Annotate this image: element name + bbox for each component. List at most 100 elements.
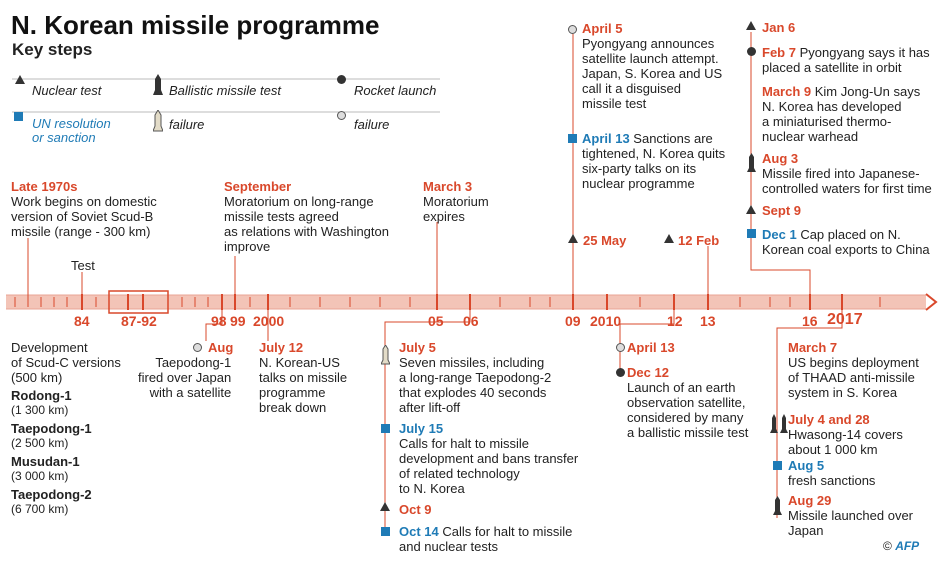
copyright: © AFP [883, 539, 919, 553]
event-apr13: April 13 Sanctions are tightened, N. Kor… [582, 131, 725, 191]
event-jul428-date: July 4 and 28 [788, 412, 870, 427]
event-sep9-nuclear-icon [746, 205, 756, 214]
tick-label-99: 99 [230, 313, 246, 329]
failed-rocket-icon [337, 111, 346, 120]
event-mar7-text: US begins deployment of THAAD anti-missi… [788, 355, 919, 400]
event-jan6-date: Jan 6 [762, 20, 796, 35]
event-late1970s-text: Work begins on domestic version of Sovie… [11, 194, 157, 239]
event-oct14-text: Calls for halt to missile and nuclear te… [399, 524, 573, 554]
tick-label-16: 16 [802, 313, 818, 329]
tick-label-87-92: 87-92 [121, 313, 157, 329]
missile-range: (3 000 km) [11, 469, 69, 483]
event-oct14-date: Oct 14 [399, 524, 439, 539]
legend-nuclear-test: Nuclear test [32, 83, 102, 98]
event-apr13-text: Sanctions are tightened, N. Korea quits … [582, 131, 726, 191]
event-apr13-date: April 13 [582, 131, 630, 146]
missile-name: Taepodong-2 [11, 487, 92, 502]
event-mar7-date: March 7 [788, 340, 838, 355]
event-dec12-rocket-icon [616, 368, 625, 377]
event-jul428-text: Hwasong-14 covers about 1 000 km [788, 427, 903, 457]
event-aug29-text: Missile launched over Japan [788, 508, 914, 538]
period-box [108, 290, 169, 314]
tick-label-06: 06 [463, 313, 479, 329]
event-apr5-text: Pyongyang announces satellite launch att… [582, 36, 723, 111]
event-aug3-date: Aug 3 [762, 151, 799, 166]
missile-name: Taepodong-1 [11, 421, 92, 436]
event-jul15-un-icon [381, 424, 390, 433]
missile-range: (1 300 km) [11, 403, 69, 417]
event-jul428-missile-icon [770, 414, 788, 433]
event-jul12-text: N. Korean-US talks on missile programme … [259, 355, 348, 415]
event-march3-date: March 3 [423, 179, 473, 194]
event-sep9-date: Sept 9 [762, 203, 802, 218]
event-jul5-text: Seven missiles, including a long-range T… [399, 355, 552, 415]
event-apr5-failed-rocket-icon [568, 25, 577, 34]
legend-failure-rocket: failure [354, 117, 390, 132]
tick-label-2010: 2010 [590, 313, 622, 329]
tick-label-09: 09 [565, 313, 581, 329]
event-apr5-date: April 5 [582, 21, 623, 36]
event-aug29-date: Aug 29 [788, 493, 832, 508]
event-aug3-text: Missile fired into Japanese- controlled … [762, 166, 932, 196]
page-subtitle: Key steps [12, 40, 93, 59]
event-apr13-un-icon [568, 134, 577, 143]
event-aug5-text: fresh sanctions [788, 473, 876, 488]
event-aug98-failed-rocket-icon [193, 343, 202, 352]
rocket-launch-icon [337, 75, 346, 84]
event-feb7-text: Pyongyang says it has placed a satellite… [762, 45, 930, 75]
legend-un-resolution: UN resolution or sanction [32, 116, 111, 145]
event-jul15-text: Calls for halt to missile development an… [399, 436, 579, 496]
event-oct9-nuclear-icon [380, 502, 390, 511]
event-aug98-text: Taepodong-1 fired over Japan with a sate… [138, 355, 232, 400]
event-may25-date: 25 May [583, 233, 627, 248]
event-oct14-un-icon [381, 527, 390, 536]
event-jul12-date: July 12 [259, 340, 304, 355]
tick-label-84: 84 [74, 313, 90, 329]
event-mar9: March 9 Kim Jong-Un says N. Korea has de… [762, 84, 920, 144]
event-jan6-nuclear-icon [746, 21, 756, 30]
event-late1970s-date: Late 1970s [11, 179, 78, 194]
event-dec1-text: Cap placed on N. Korean coal exports to … [762, 227, 930, 257]
event-aug5-un-icon [773, 461, 782, 470]
tick-label-98: 98 [211, 313, 227, 329]
tick-label-05: 05 [428, 313, 444, 329]
event-jul5-date: July 5 [399, 340, 436, 355]
event-aug29-missile-icon [773, 496, 782, 515]
event-aug98-date: Aug [208, 340, 234, 355]
tick-label-13: 13 [700, 313, 716, 329]
event-feb12-date: 12 Feb [678, 233, 720, 248]
event-jul5-missile-icon [381, 345, 390, 365]
event-dec1: Dec 1 Cap placed on N. Korean coal expor… [762, 227, 930, 257]
event-dec12-date: Dec 12 [627, 365, 669, 380]
event-aug3-missile-icon [747, 153, 756, 172]
tick-label-2000: 2000 [253, 313, 285, 329]
timeline-arrow [925, 293, 938, 311]
tick-label-12: 12 [667, 313, 683, 329]
event-mar9-date: March 9 [762, 84, 812, 99]
event-dec12-text: Launch of an earth observation satellite… [627, 380, 749, 440]
event-dec1-un-icon [747, 229, 756, 238]
copyright-symbol: © [883, 539, 892, 553]
missile-range: (6 700 km) [11, 502, 69, 516]
legend-ballistic-test: Ballistic missile test [169, 83, 281, 98]
event-aug5-date: Aug 5 [788, 458, 825, 473]
event-apr13b-failed-rocket-icon [616, 343, 625, 352]
missile-name: Rodong-1 [11, 388, 72, 403]
event-test-label: Test [71, 258, 95, 273]
event-jul15-date: July 15 [399, 421, 444, 436]
page-title: N. Korean missile programme [11, 10, 380, 40]
event-september-date: September [224, 179, 292, 194]
tick-label-2017: 2017 [827, 311, 863, 328]
event-feb7-rocket-icon [747, 47, 756, 56]
event-feb7: Feb 7 Pyongyang says it has placed a sat… [762, 45, 930, 75]
legend-failure-missile: failure [169, 117, 205, 132]
nuclear-test-icon [15, 75, 25, 84]
event-oct14: Oct 14 Calls for halt to missile and nuc… [399, 524, 572, 554]
event-march3-text: Moratorium expires [423, 194, 489, 224]
failed-missile-icon [153, 110, 163, 132]
event-september-text: Moratorium on long-range missile tests a… [224, 194, 389, 254]
event-apr13b-date: April 13 [627, 340, 675, 355]
missile-name: Musudan-1 [11, 454, 80, 469]
